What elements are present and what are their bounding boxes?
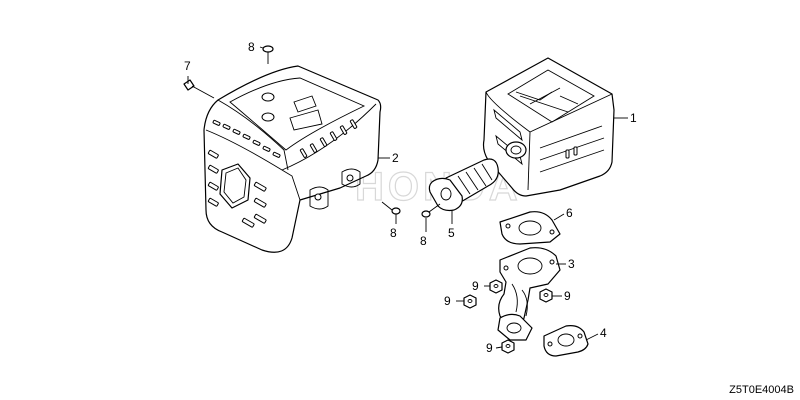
leader-lines xyxy=(187,46,628,349)
callout-9-a: 9 xyxy=(472,279,479,293)
side-louvers xyxy=(299,119,358,158)
bolt-7[interactable] xyxy=(183,79,215,99)
screw-8-left[interactable] xyxy=(421,203,441,218)
screw-8-mid[interactable] xyxy=(381,201,401,215)
callout-6: 6 xyxy=(566,206,573,220)
spark-arrester[interactable] xyxy=(428,158,499,212)
callouts: 1 2 3 4 5 6 7 8 8 8 9 9 9 9 xyxy=(184,40,637,355)
callout-8-top: 8 xyxy=(248,40,255,54)
callout-2: 2 xyxy=(392,151,399,165)
callout-4: 4 xyxy=(600,326,607,340)
callout-8-left: 8 xyxy=(420,234,427,248)
callout-1: 1 xyxy=(630,111,637,125)
gasket-upper[interactable] xyxy=(499,211,561,245)
callout-9-c: 9 xyxy=(564,289,571,303)
callout-3: 3 xyxy=(568,257,575,271)
outlet-opening xyxy=(219,163,251,209)
callout-8-mid: 8 xyxy=(390,226,397,240)
callout-5: 5 xyxy=(448,226,455,240)
nut-9-c[interactable] xyxy=(539,288,553,303)
nut-9-d[interactable] xyxy=(501,339,515,354)
front-louvers xyxy=(212,119,281,158)
nut-9-b[interactable] xyxy=(463,294,477,309)
nut-9-a[interactable] xyxy=(489,279,503,294)
screw-8-top[interactable] xyxy=(262,45,274,64)
diagram-code: Z5T0E4004B xyxy=(729,384,794,396)
callout-9-b: 9 xyxy=(444,294,451,308)
gasket-lower[interactable] xyxy=(543,325,589,357)
callout-7: 7 xyxy=(184,59,191,73)
muffler-protector[interactable] xyxy=(203,65,382,253)
muffler[interactable] xyxy=(482,57,615,197)
exhaust-pipe[interactable] xyxy=(497,247,561,341)
callout-9-d: 9 xyxy=(486,341,493,355)
